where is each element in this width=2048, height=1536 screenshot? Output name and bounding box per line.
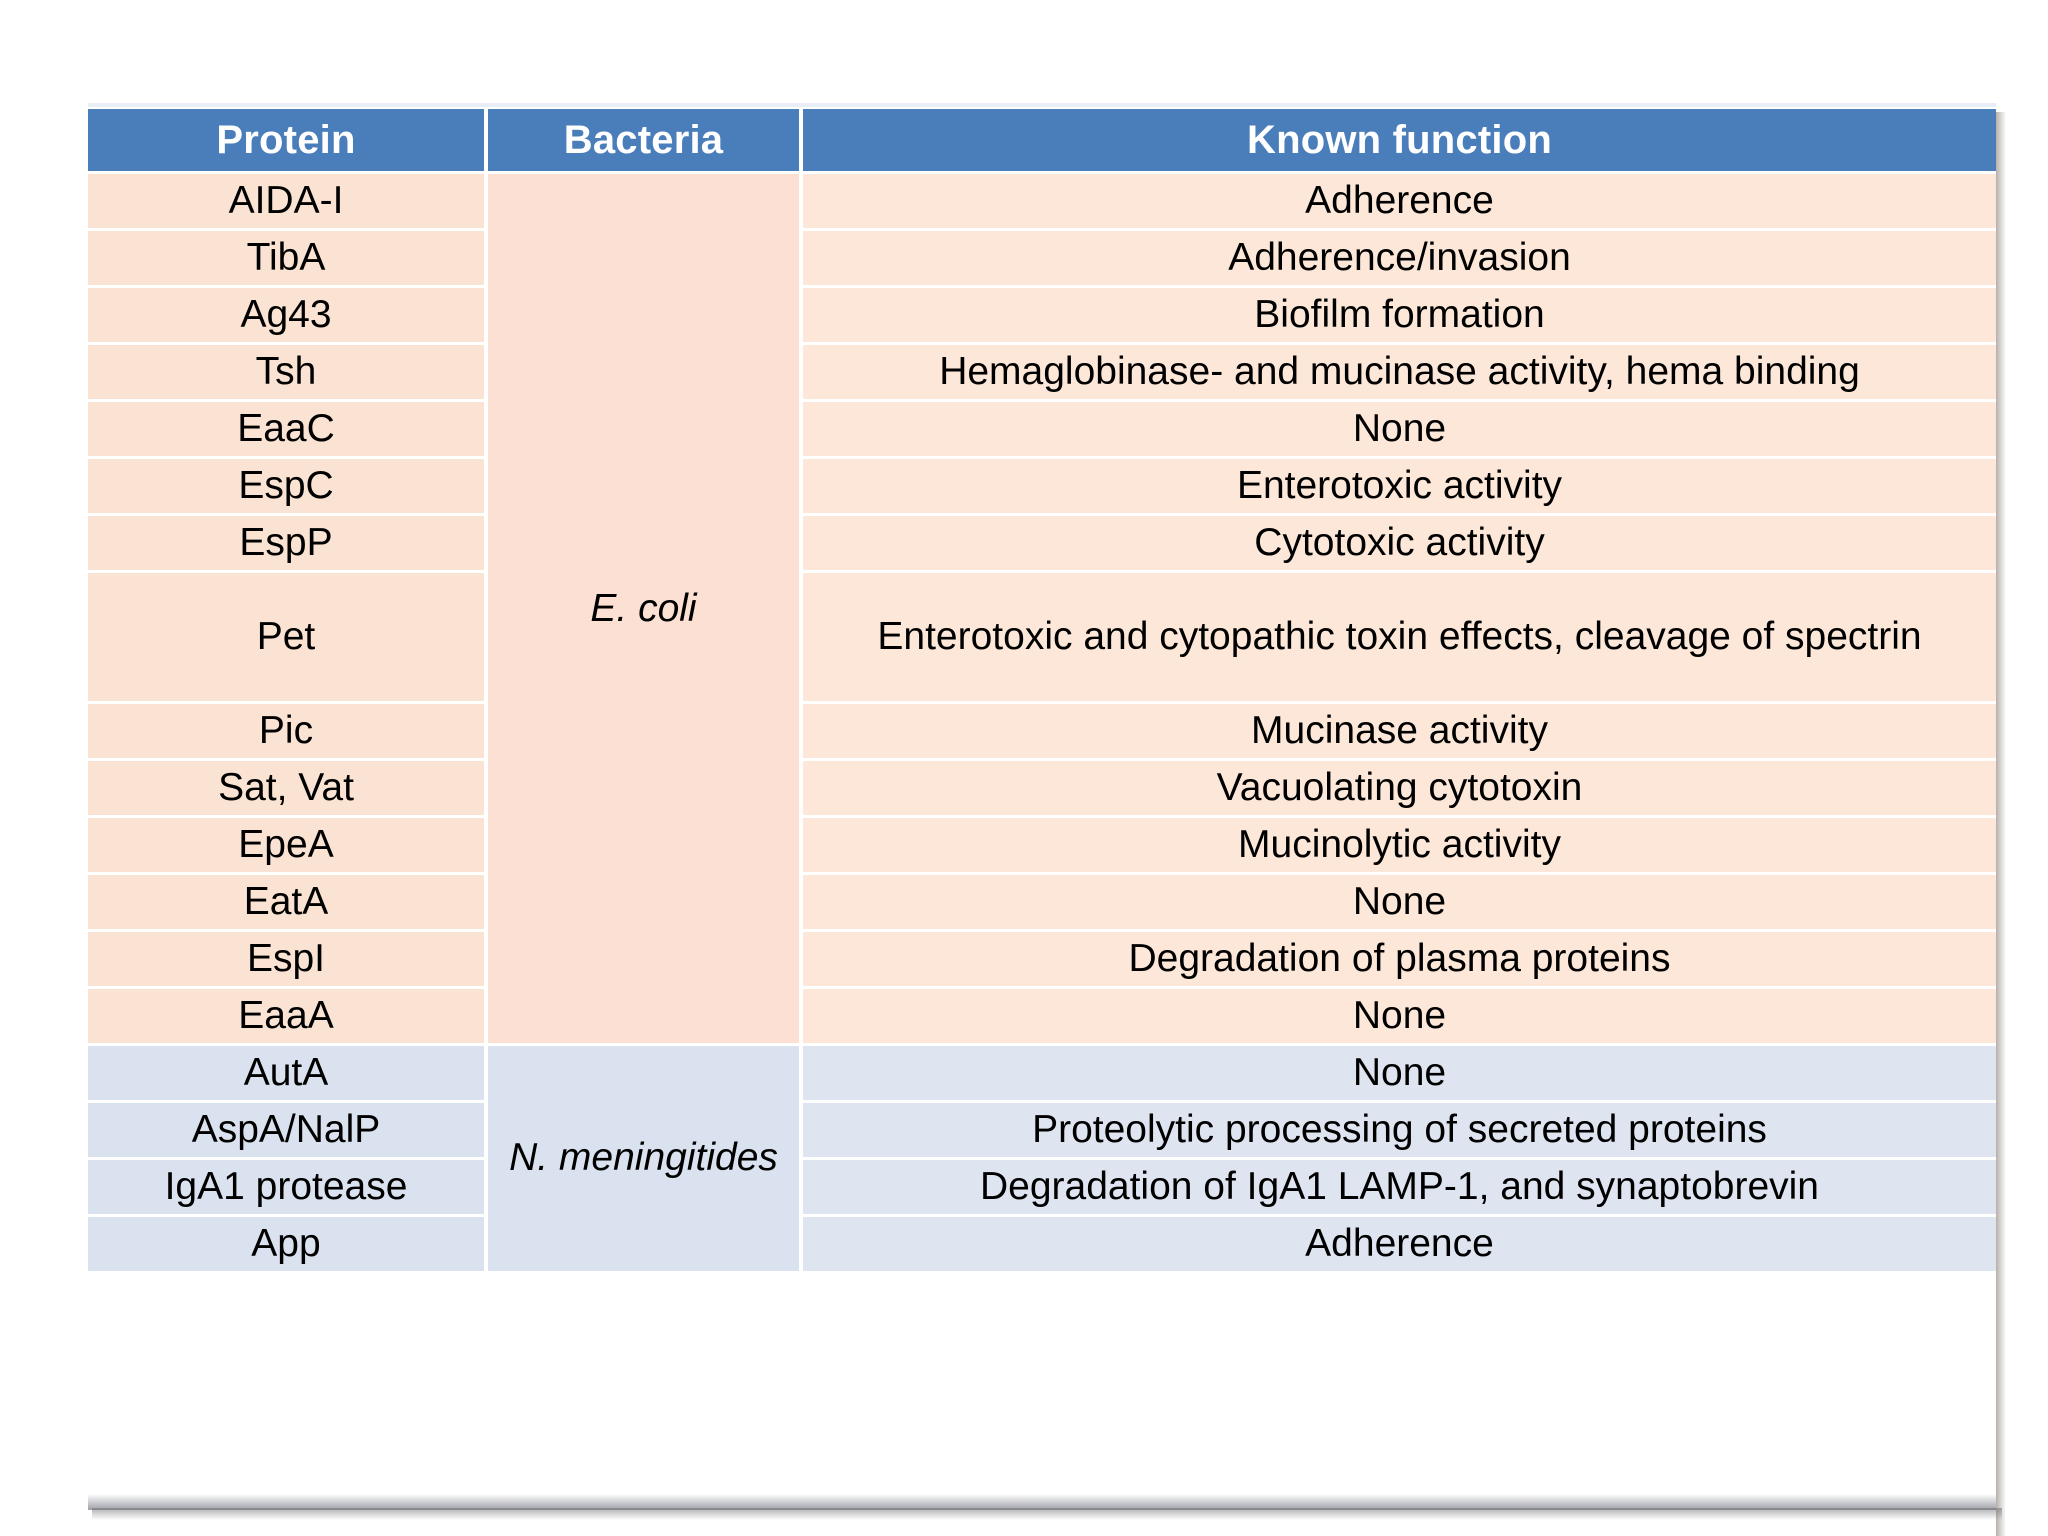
table-row: Tsh Hemaglobinase- and mucinase activity… <box>88 345 1996 399</box>
column-header-bacteria: Bacteria <box>488 109 803 171</box>
cell-known-function: Vacuolating cytotoxin <box>803 761 1996 815</box>
cell-known-function: Adherence/invasion <box>803 231 1996 285</box>
cell-known-function: Proteolytic processing of secreted prote… <box>803 1103 1996 1157</box>
autotransporter-protein-table: Protein Bacteria Known function AIDA-I E… <box>88 106 1996 1274</box>
cell-bacteria-ecoli: E. coli <box>488 174 803 1043</box>
cell-protein: EatA <box>88 875 488 929</box>
cell-protein: IgA1 protease <box>88 1160 488 1214</box>
cell-known-function: None <box>803 1046 1996 1100</box>
column-header-protein: Protein <box>88 109 488 171</box>
cell-known-function: Adherence <box>803 174 1996 228</box>
cell-protein: EaaC <box>88 402 488 456</box>
cell-protein: AspA/NalP <box>88 1103 488 1157</box>
column-header-known-function: Known function <box>803 109 1996 171</box>
table-bottom-shadow <box>92 1508 2002 1520</box>
cell-known-function: Mucinase activity <box>803 704 1996 758</box>
cell-protein: EaaA <box>88 989 488 1043</box>
autotransporter-protein-table-wrapper: Protein Bacteria Known function AIDA-I E… <box>88 106 1996 1274</box>
cell-protein: EpeA <box>88 818 488 872</box>
table-row: Pic Mucinase activity <box>88 704 1996 758</box>
cell-known-function: Degradation of plasma proteins <box>803 932 1996 986</box>
cell-known-function: Adherence <box>803 1217 1996 1271</box>
cell-known-function: None <box>803 402 1996 456</box>
table-row: AutA N. meningitides None <box>88 1046 1996 1271</box>
table-right-shadow <box>1996 112 2006 1536</box>
table-row: EaaA None <box>88 989 1996 1043</box>
cell-protein: TibA <box>88 231 488 285</box>
table-row: App Adherence <box>88 1217 1996 1271</box>
cell-known-function: Mucinolytic activity <box>803 818 1996 872</box>
cell-protein: EspC <box>88 459 488 513</box>
cell-protein: EspI <box>88 932 488 986</box>
cell-known-function: None <box>803 875 1996 929</box>
table-row: EatA None <box>88 875 1996 929</box>
table-row: Ag43 Biofilm formation <box>88 288 1996 342</box>
cell-protein: EspP <box>88 516 488 570</box>
cell-known-function: None <box>803 989 1996 1043</box>
table-header-row: Protein Bacteria Known function <box>88 109 1996 171</box>
cell-protein: Sat, Vat <box>88 761 488 815</box>
cell-known-function: Cytotoxic activity <box>803 516 1996 570</box>
table-row: IgA1 protease Degradation of IgA1 LAMP-1… <box>88 1160 1996 1214</box>
table-row: EspP Cytotoxic activity <box>88 516 1996 570</box>
cell-protein: AutA <box>88 1046 488 1100</box>
table-header: Protein Bacteria Known function <box>88 109 1996 171</box>
table-row: Pet Enterotoxic and cytopathic toxin eff… <box>88 573 1996 701</box>
table-row: AIDA-I E. coli Adherence <box>88 174 1996 1043</box>
cell-protein: App <box>88 1217 488 1271</box>
cell-known-function: Enterotoxic activity <box>803 459 1996 513</box>
table-row: EspI Degradation of plasma proteins <box>88 932 1996 986</box>
table-row: EpeA Mucinolytic activity <box>88 818 1996 872</box>
cell-protein: Pic <box>88 704 488 758</box>
cell-protein: Ag43 <box>88 288 488 342</box>
cell-known-function: Enterotoxic and cytopathic toxin effects… <box>803 573 1996 701</box>
cell-bacteria-n-meningitides: N. meningitides <box>488 1046 803 1271</box>
table-row: EspC Enterotoxic activity <box>88 459 1996 513</box>
table-row: EaaC None <box>88 402 1996 456</box>
cell-protein: Pet <box>88 573 488 701</box>
cell-known-function: Degradation of IgA1 LAMP-1, and synaptob… <box>803 1160 1996 1214</box>
table-body: AIDA-I E. coli Adherence TibA Adherence/… <box>88 174 1996 1271</box>
table-top-bevel <box>88 103 1996 107</box>
table-row: AspA/NalP Proteolytic processing of secr… <box>88 1103 1996 1157</box>
cell-protein: AIDA-I <box>88 174 488 228</box>
cell-known-function: Hemaglobinase- and mucinase activity, he… <box>803 345 1996 399</box>
cell-protein: Tsh <box>88 345 488 399</box>
table-row: TibA Adherence/invasion <box>88 231 1996 285</box>
cell-known-function: Biofilm formation <box>803 288 1996 342</box>
table-row: Sat, Vat Vacuolating cytotoxin <box>88 761 1996 815</box>
